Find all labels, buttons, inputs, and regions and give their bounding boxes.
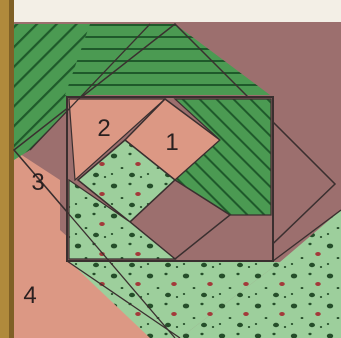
wood-frame-left-shade — [9, 0, 14, 338]
piece-label-2: 2 — [97, 115, 110, 142]
piece-label-3: 3 — [31, 169, 44, 196]
piece-label-4: 4 — [23, 282, 36, 309]
piece-label-1: 1 — [165, 129, 178, 156]
